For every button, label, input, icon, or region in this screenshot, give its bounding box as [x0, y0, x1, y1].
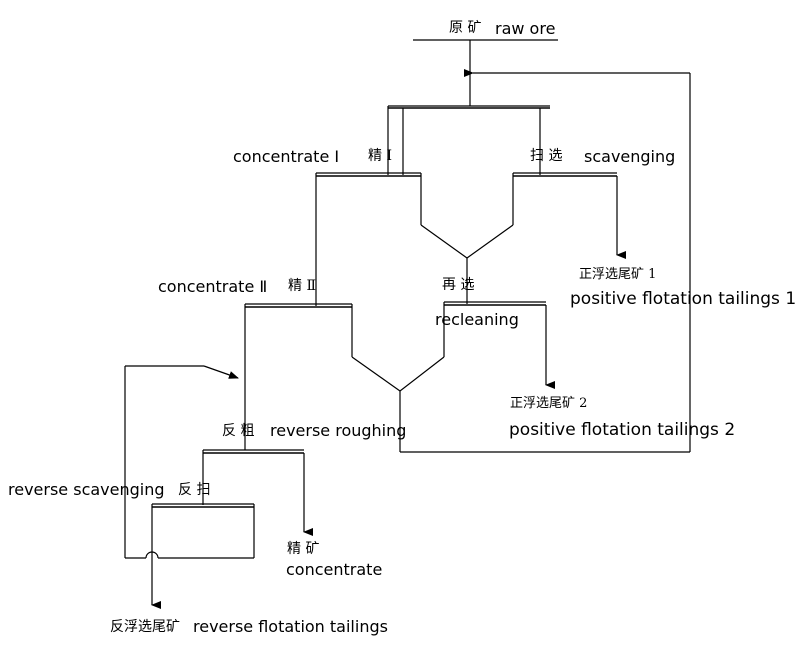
concentrate-2-label-en: concentrate Ⅱ [158, 277, 268, 296]
scavenging-cell [512, 172, 626, 259]
concentrate-1-label-en: concentrate Ⅰ [233, 147, 340, 166]
recleaning-label-cn: 再 选 [442, 277, 475, 293]
cleaning-1-label-cn: 精 Ⅰ [368, 148, 392, 164]
cleaning-1-cell [315, 172, 422, 306]
positive-tailings-1-label-cn: 正浮选尾矿 1 [579, 267, 657, 282]
positive-tailings-2-label-en: positive flotation tailings 2 [509, 420, 736, 440]
reverse-roughing-label-en: reverse roughing [270, 421, 407, 440]
positive-tailings-1-label-en: positive flotation tailings 1 [570, 289, 797, 309]
reverse-scavenging-cell [125, 503, 255, 609]
reverse-return-loop [124, 365, 239, 558]
cleaning-merge-v [420, 224, 514, 304]
concentrate-label-en: concentrate [286, 560, 383, 579]
cleaning-2-cell [244, 303, 353, 450]
concentrate-label-cn: 精 矿 [287, 541, 320, 557]
raw-ore-label-en: raw ore [495, 19, 556, 38]
reverse-roughing-cell [202, 449, 313, 536]
cleaning-2-label-cn: 精 Ⅱ [288, 278, 316, 294]
recleaning-label-en: recleaning [435, 310, 519, 329]
reverse-roughing-label-cn: 反 粗 [222, 423, 255, 439]
recleaning-cell [443, 301, 555, 389]
reverse-scavenging-label-en: reverse scavenging [8, 480, 165, 499]
recycle-loop [351, 69, 691, 453]
reverse-tailings-label-cn: 反浮选尾矿 [110, 619, 180, 635]
scavenging-label-cn: 扫 选 [530, 148, 563, 164]
top-distribution-bar [387, 105, 550, 175]
reverse-scavenging-label-cn: 反 扫 [178, 482, 211, 498]
reverse-tailings-label-en: reverse flotation tailings [193, 617, 388, 636]
scavenging-label-en: scavenging [584, 147, 676, 166]
raw-ore-label-cn: 原 矿 [449, 20, 482, 36]
positive-tailings-2-label-cn: 正浮选尾矿 2 [510, 396, 588, 411]
